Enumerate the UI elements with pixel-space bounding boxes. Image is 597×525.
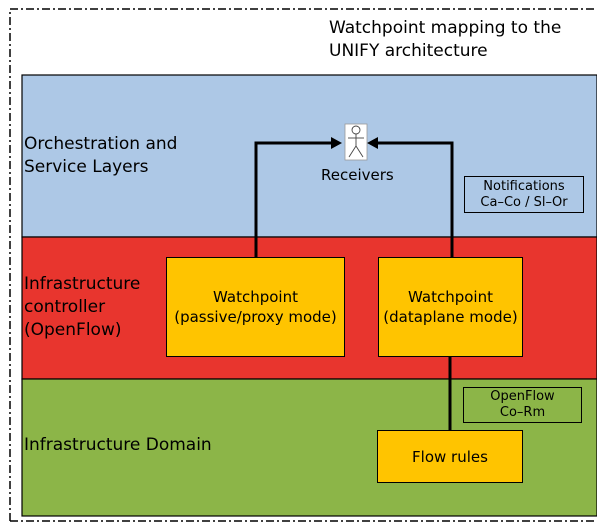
watchpoint-passive-box: Watchpoint (passive/proxy mode) [166,257,345,357]
outer-frame [9,8,597,522]
layer-label-domain: Infrastructure Domain [24,435,212,455]
watchpoint-dataplane-box: Watchpoint (dataplane mode) [378,257,523,357]
person-icon [344,123,368,161]
connector-dataplane-to-receivers [372,141,454,257]
layer-label-orchestration: Orchestration and Service Layers [24,134,178,177]
arrowhead-left [331,137,342,149]
openflow-interface-label: OpenFlow Co–Rm [463,387,582,423]
figure-title: Watchpoint mapping to the UNIFY architec… [329,18,562,61]
notifications-interface-label: Notifications Ca–Co / Sl–Or [464,176,584,213]
receivers-label: Receivers [321,166,394,184]
layer-orchestration-band [21,74,597,238]
connector-passive-to-receivers [254,141,337,257]
flow-rules-box: Flow rules [377,430,523,483]
layer-label-controller: Infrastructure controller (OpenFlow) [24,274,141,340]
arrowhead-right [367,137,378,149]
